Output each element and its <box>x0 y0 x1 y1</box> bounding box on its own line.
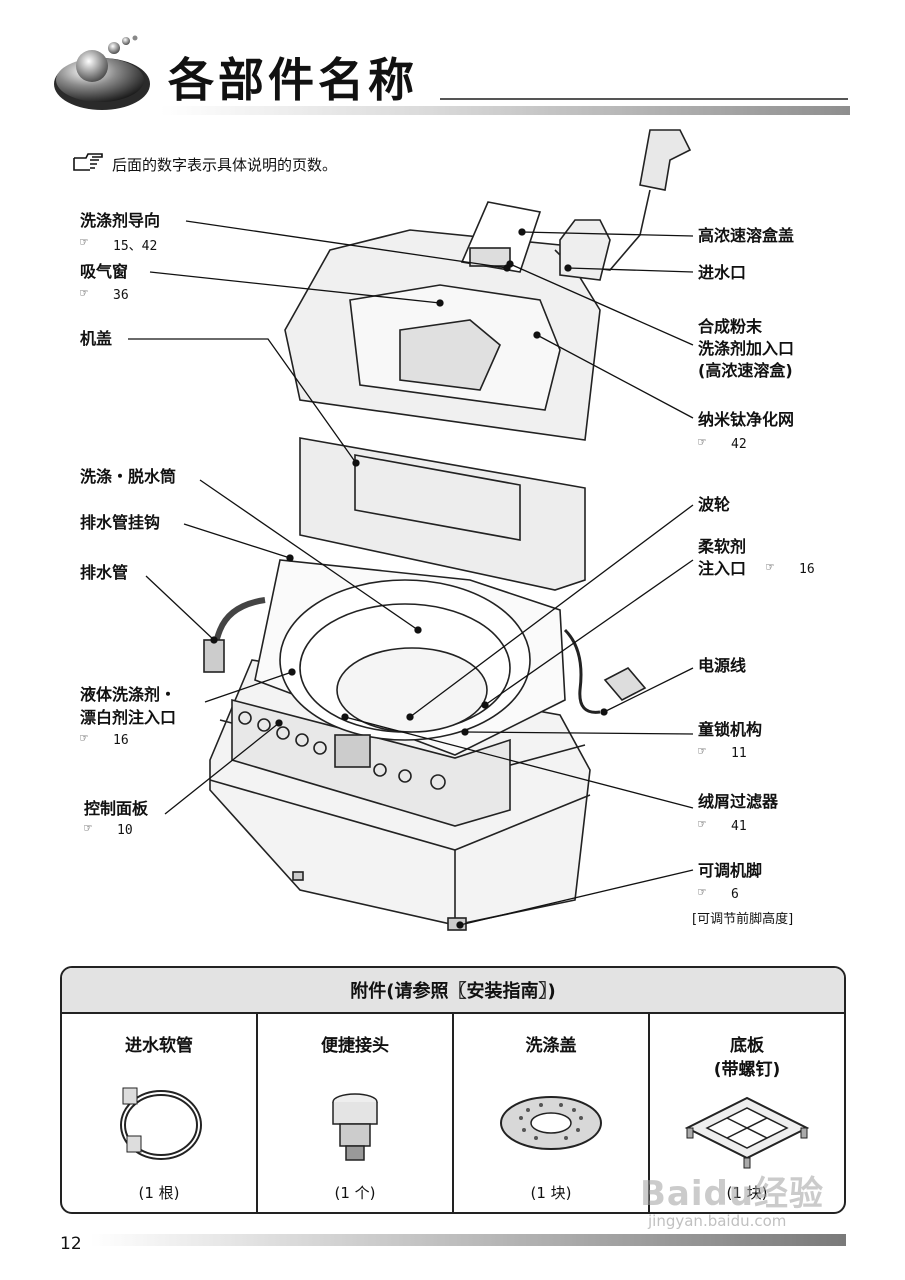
label-powder-inlet-1: 合成粉末 <box>698 317 763 336</box>
ref-softener: ☞ 16 <box>766 560 815 577</box>
accessory-qty: (1 块) <box>530 1184 572 1202</box>
ref-liquid-inlet: ☞ 16 <box>80 731 129 748</box>
pointing-hand-icon: ☞ <box>698 817 706 832</box>
label-drain-hose: 排水管 <box>80 563 129 582</box>
pointing-hand-icon: ☞ <box>80 731 88 746</box>
accessories-header: 附件(请参照〖安装指南〗) <box>62 968 844 1014</box>
sphere-logo-icon <box>54 35 150 110</box>
label-pulsator: 波轮 <box>698 495 731 514</box>
note-text: 后面的数字表示具体说明的页数。 <box>112 156 338 174</box>
label-liquid-inlet-1: 液体洗涤剂・ <box>80 685 177 704</box>
base-plate-icon <box>684 1096 810 1169</box>
label-powder-inlet-3: (高浓速溶盒) <box>698 361 793 380</box>
hose-icon <box>120 1087 202 1160</box>
accessory-inlet-hose: 进水软管 (1 根) <box>62 1014 258 1212</box>
page-number: 12 <box>60 1234 82 1254</box>
pointing-hand-icon: ☞ <box>698 885 706 900</box>
ref-adjust-foot: ☞ 6 <box>698 885 739 902</box>
label-softener-1: 柔软剂 <box>698 537 747 556</box>
accessory-qty: (1 个) <box>334 1184 376 1202</box>
ref-nano-filter: ☞ 42 <box>698 435 747 452</box>
watermark-url: jingyan.baidu.com <box>648 1212 787 1230</box>
title-rule <box>440 98 848 100</box>
label-water-inlet: 进水口 <box>698 263 747 282</box>
title-gradient-bar <box>160 106 850 115</box>
accessory-qty: (1 根) <box>138 1184 180 1202</box>
accessory-base-plate: 底板 (带螺钉) (1 块) <box>650 1014 844 1212</box>
ref-child-lock: ☞ 11 <box>698 744 747 761</box>
accessory-wash-cover: 洗涤盖 (1 块) <box>454 1014 650 1212</box>
pointing-hand-icon <box>73 153 103 171</box>
accessory-name: 洗涤盖 <box>525 1036 577 1056</box>
ref-detergent-guide: ☞ 15、42 <box>80 235 158 254</box>
ref-lint-filter: ☞ 41 <box>698 817 747 834</box>
pointing-hand-icon: ☞ <box>80 286 88 301</box>
label-detergent-guide: 洗涤剂导向 <box>80 211 161 230</box>
pointing-hand-icon: ☞ <box>766 560 774 575</box>
pointing-hand-icon: ☞ <box>80 235 88 250</box>
label-air-window: 吸气窗 <box>80 262 129 281</box>
ref-air-window: ☞ 36 <box>80 286 129 303</box>
label-drain-hook: 排水管挂钩 <box>80 513 161 532</box>
ref-control-panel: ☞ 10 <box>84 821 133 838</box>
footer-gradient-bar <box>90 1234 846 1246</box>
watermark-brand: Baidu经验 <box>640 1174 825 1214</box>
label-nano-filter: 纳米钛净化网 <box>698 410 795 429</box>
accessories-panel: 附件(请参照〖安装指南〗) 进水软管 (1 根) 便捷接头 (1 个) 洗涤盖 <box>60 966 846 1214</box>
accessory-name: 便捷接头 <box>321 1036 389 1056</box>
pointing-hand-icon: ☞ <box>698 744 706 759</box>
label-dissolve-cover: 高浓速溶盒盖 <box>698 226 795 245</box>
label-control-panel: 控制面板 <box>84 799 149 818</box>
pointing-hand-icon: ☞ <box>84 821 92 836</box>
pointing-hand-icon: ☞ <box>698 435 706 450</box>
label-child-lock: 童锁机构 <box>698 720 763 739</box>
label-softener-2: 注入口 <box>698 559 747 578</box>
washing-machine-diagram <box>128 129 694 931</box>
accessory-adapter: 便捷接头 (1 个) <box>258 1014 454 1212</box>
label-lint-filter: 绒屑过滤器 <box>698 792 779 811</box>
adapter-icon <box>332 1093 378 1161</box>
label-power-cord: 电源线 <box>698 656 747 675</box>
page-title: 各部件名称 <box>168 53 418 107</box>
accessory-name: 底板 (带螺钉) <box>713 1036 781 1080</box>
accessory-qty: (1 块) <box>726 1184 768 1202</box>
label-liquid-inlet-2: 漂白剂注入口 <box>80 708 177 727</box>
accessory-name: 进水软管 <box>125 1036 193 1056</box>
wash-cover-icon <box>500 1096 602 1150</box>
label-drum: 洗涤・脱水筒 <box>80 467 177 486</box>
label-adjust-foot: 可调机脚 <box>698 861 763 880</box>
label-lid: 机盖 <box>80 329 113 348</box>
note-adjust-foot: [可调节前脚高度] <box>692 912 794 927</box>
label-powder-inlet-2: 洗涤剂加入口 <box>698 339 795 358</box>
